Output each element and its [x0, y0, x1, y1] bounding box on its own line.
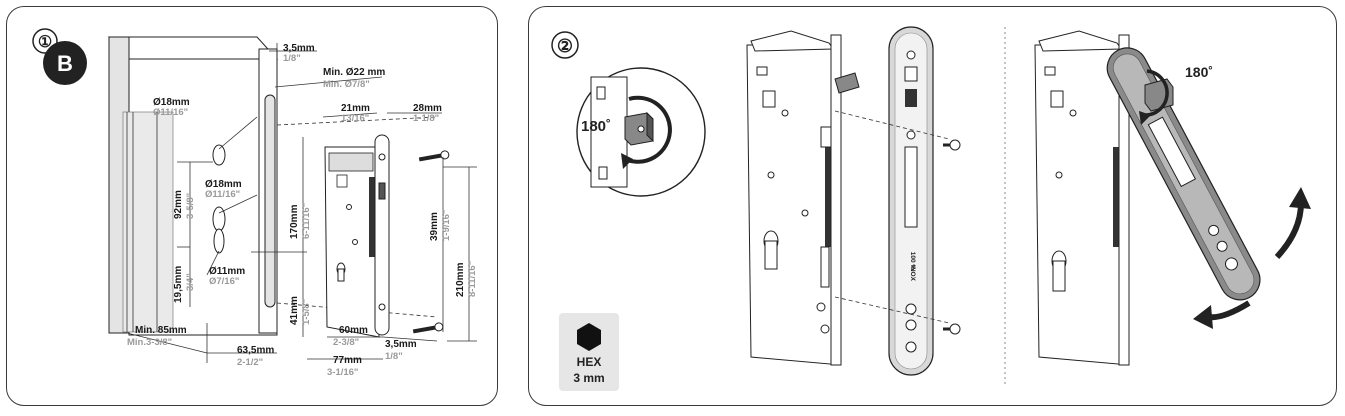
dim-plate-depth-mm: 28mm — [413, 103, 442, 114]
tool-hex-key: HEX 3 mm — [559, 313, 619, 391]
tool-label-1: HEX — [576, 355, 602, 369]
dim-hole-mid-in: Ø11/16" — [205, 189, 240, 200]
step-2-panel: ② 180˚ — [528, 6, 1337, 406]
swing-down-arrow-icon — [1208, 300, 1251, 321]
dim-height-170-mm: 170mm — [289, 204, 300, 239]
dim-plate-thickness-in: 1/8" — [283, 53, 301, 64]
rotation-arrow-icon — [624, 95, 672, 164]
dim-hole-mid-mm: Ø18mm — [205, 179, 242, 190]
dim-plate-thickness-mm: 3,5mm — [283, 43, 315, 54]
dim-backset-mm: 63,5mm — [237, 345, 274, 356]
dim-plate-depth-in: 1-1/8" — [413, 113, 439, 124]
hex-key-icon — [577, 323, 601, 351]
dim-backset-in: 2-1/2" — [237, 357, 263, 368]
faceplate-text-2: INOX — [909, 265, 916, 282]
dim-hole-top-in: Ø11/16" — [153, 107, 188, 118]
dim-min-85-in: Min.3-3/8" — [127, 337, 172, 348]
dim-spacing-in: 3-5/8" — [185, 193, 196, 219]
dim-hole-cyl-in: Ø7/16" — [209, 276, 239, 287]
faceplate-text-1: 100 % — [909, 252, 916, 271]
hole-top — [212, 144, 226, 166]
dim-min-85-mm: Min. 85mm — [135, 325, 187, 336]
screw-top — [943, 139, 961, 151]
dim-width-77-in: 3-1/16" — [327, 367, 358, 378]
door-top — [107, 36, 279, 60]
dim-screw-39-mm: 39mm — [429, 212, 440, 241]
dim-width-60-in: 2-3/8" — [333, 337, 359, 348]
dim-width-77-mm: 77mm — [333, 355, 362, 366]
lock-latch — [369, 177, 375, 257]
faceplate-separate: 100 % INOX — [888, 26, 934, 376]
variant-letter: B — [57, 51, 73, 76]
mortise-slot — [264, 94, 276, 308]
dim-screw-39-in: 1-9/16" — [441, 210, 452, 241]
dim-min-hole-mm: Min. Ø22 mm — [323, 67, 385, 78]
dim-body-depth-in: 13/16" — [341, 113, 369, 124]
dim-hole-cyl-mm: Ø11mm — [209, 266, 245, 277]
dim-body-depth-mm: 21mm — [341, 103, 370, 114]
dim-height-170-in: 6-11/16" — [301, 203, 312, 239]
step-number: ② — [557, 36, 573, 56]
rotation-label-zoom: 180˚ — [581, 118, 611, 135]
dim-faceplate-mm: 3,5mm — [385, 339, 417, 350]
step-number-badge — [551, 31, 579, 59]
zoom-detail: 180˚ — [576, 67, 706, 197]
lock-body-middle — [746, 30, 860, 366]
dim-total-210-mm: 210mm — [455, 262, 466, 297]
dim-spacing-mm: 92mm — [173, 190, 184, 219]
step-number: ① — [38, 34, 52, 51]
dim-bottom-offset-in: 3/4" — [185, 273, 196, 291]
dim-faceplate-in: 1/8" — [385, 351, 403, 362]
hole-cylinder — [213, 228, 225, 254]
dim-min-hole-in: Min. Ø7/8" — [323, 79, 370, 90]
screw-bottom — [943, 323, 961, 335]
dimension-drawing: ① B — [32, 28, 478, 378]
dim-width-60-mm: 60mm — [339, 325, 368, 336]
screw-bottom — [412, 322, 444, 334]
dim-hole-top-mm: Ø18mm — [153, 97, 190, 108]
swing-up-arrow-icon — [1274, 202, 1304, 260]
dim-total-210-in: 8-11/16" — [467, 261, 478, 297]
rotation-label-main: 180˚ — [1185, 64, 1213, 80]
dim-bottom-offset-mm: 19,5mm — [173, 266, 184, 303]
screw-top — [418, 150, 450, 162]
dim-height-41-mm: 41mm — [289, 296, 300, 325]
tool-label-2: 3 mm — [573, 371, 605, 385]
assembly-drawing: ② 180˚ — [551, 26, 1311, 387]
step-1-panel: ① B — [6, 6, 498, 406]
dim-height-41-in: 1-5/8" — [301, 299, 312, 325]
variant-badge — [43, 41, 87, 85]
rotation-arrow-icon — [1142, 69, 1169, 117]
door-recess — [122, 111, 174, 333]
lock-body-right — [1034, 30, 1130, 366]
